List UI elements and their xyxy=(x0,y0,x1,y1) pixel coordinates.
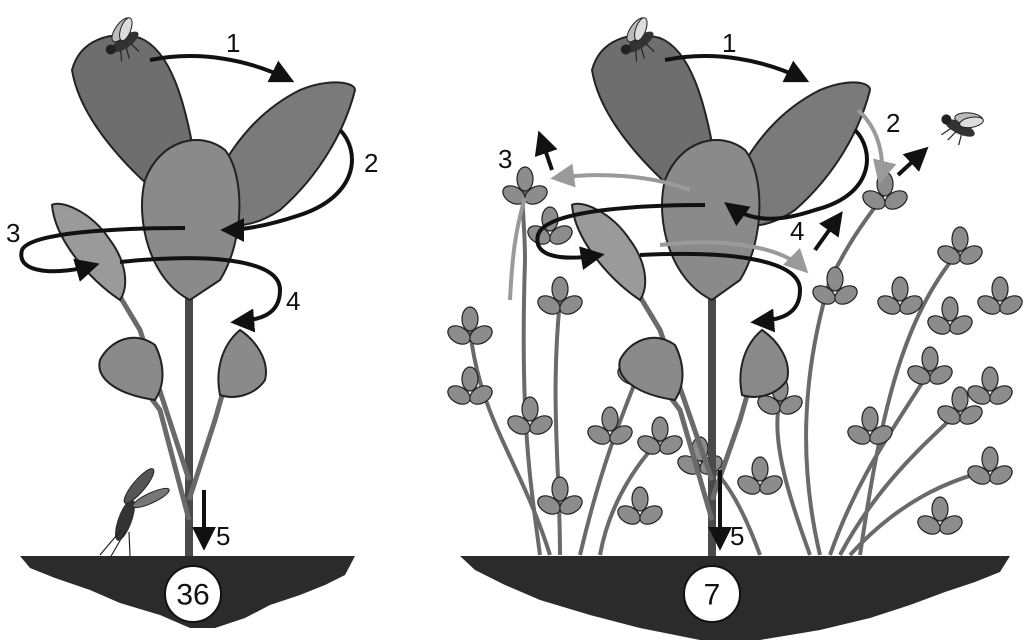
crane-fly-icon xyxy=(100,465,171,558)
left-panel: 1 2 3 4 5 36 xyxy=(6,12,378,628)
step-label: 5 xyxy=(216,521,230,551)
escape-arrow xyxy=(898,150,925,175)
escape-arrow xyxy=(540,135,552,170)
step-label: 1 xyxy=(226,28,240,58)
step-label: 2 xyxy=(364,148,378,178)
step-label: 4 xyxy=(790,216,804,246)
egg-count-label: 36 xyxy=(176,579,209,612)
grey-arrow xyxy=(858,110,882,180)
egg-count-label: 7 xyxy=(704,579,721,612)
step-label: 1 xyxy=(722,28,736,58)
step-label: 4 xyxy=(286,286,300,316)
right-panel: 1 2 3 4 5 7 xyxy=(445,12,1024,640)
fly-icon xyxy=(934,99,988,151)
step-label: 5 xyxy=(730,521,744,551)
step-label: 2 xyxy=(886,108,900,138)
plant-icon xyxy=(52,35,355,556)
step-label: 3 xyxy=(6,218,20,248)
escape-arrow xyxy=(815,215,840,250)
step-label: 3 xyxy=(498,144,512,174)
